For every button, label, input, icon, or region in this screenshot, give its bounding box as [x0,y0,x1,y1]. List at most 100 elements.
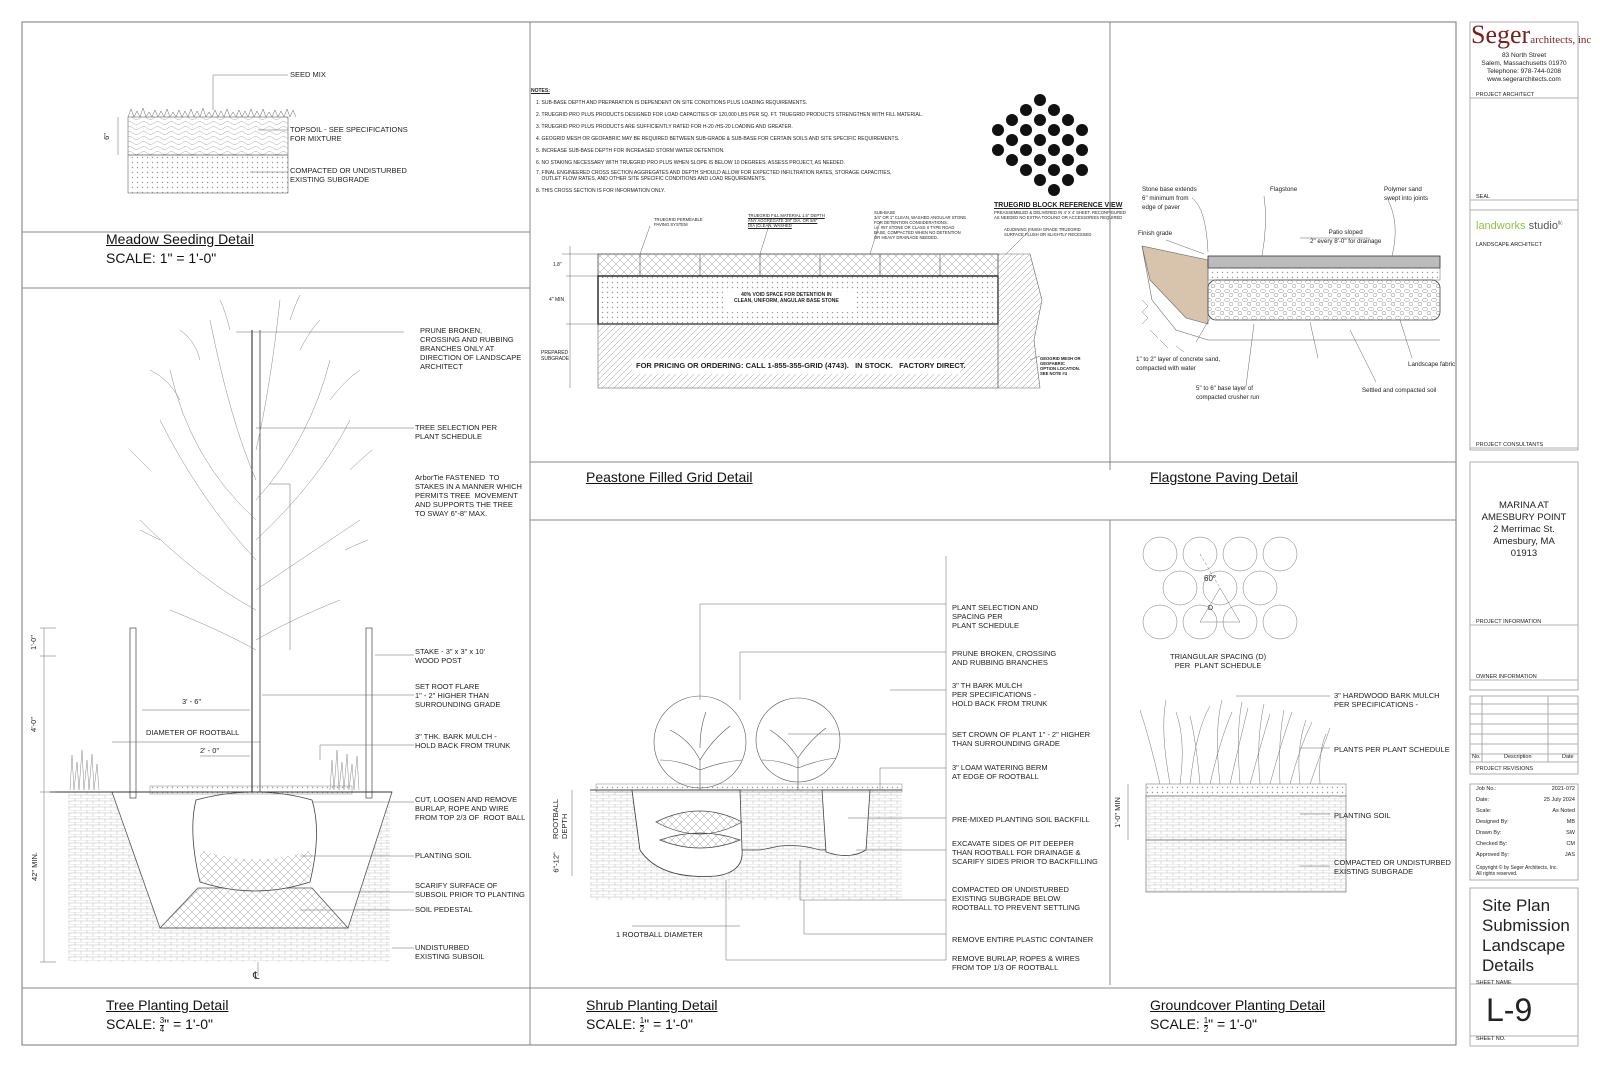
label-project-consultants: PROJECT CONSULTANTS [1476,442,1544,448]
job-info-value: 2021-072 [1551,786,1575,792]
job-info-value: As Noted [1552,808,1575,814]
tree-dim-36: 3' - 6" [182,697,202,706]
groundcover-dim-10: 1'-0" MIN [1112,797,1122,828]
meadow-seeding-drawing [117,74,297,194]
peastone-note-5: 5. INCREASE SUB-BASE DEPTH FOR INCREASED… [536,148,725,154]
job-info-label: Drawn By: [1476,830,1502,836]
tree-centerline: ℄ [253,971,260,982]
peastone-grid-drawing [562,94,1088,389]
job-info-value: SW [1566,830,1575,836]
shrub-label-crown: SET CROWN OF PLANT 1" - 2" HIGHER THAN S… [952,730,1090,748]
groundcover-label-subgrade: COMPACTED OR UNDISTURBED EXISTING SUBGRA… [1334,858,1451,876]
label-sheet-name: SHEET NAME [1476,980,1512,986]
rev-date-header: Date [1562,754,1574,760]
sheet-number: L-9 [1486,992,1533,1028]
label-seal: SEAL [1476,194,1491,200]
landscape-firm-logo: landworks studiollc [1476,220,1563,232]
shrub-label-depth: ROOTBALL DEPTH [551,798,570,840]
flagstone-label-sand: 1" to 2" layer of concrete sand, compact… [1136,356,1221,372]
tree-dim-10: 1'-0" [28,635,38,650]
shrub-dim-612: 6"-12" [551,852,561,873]
tree-label-scarify: SCARIFY SURFACE OF SUBSOIL PRIOR TO PLAN… [415,881,525,899]
shrub-label-mulch: 3" TH BARK MULCH PER SPECIFICATIONS - HO… [952,681,1048,708]
tree-label-soil: PLANTING SOIL [415,851,472,860]
tree-label-pedestal: SOIL PEDESTAL [415,905,473,914]
flagstone-label-finish: Finish grade [1138,230,1173,237]
tree-planting-drawing [40,294,414,976]
shrub-label-container: REMOVE ENTIRE PLASTIC CONTAINER [952,935,1094,944]
meadow-scale: SCALE: 1" = 1'-0" [106,250,217,266]
job-info-label: Approved By: [1476,852,1510,858]
shrub-label-prune: PRUNE BROKEN, CROSSING AND RUBBING BRANC… [952,649,1057,667]
flagstone-title: Flagstone Paving Detail [1150,469,1298,485]
tree-title: Tree Planting Detail [106,997,229,1013]
flagstone-label-soil: Settled and compacted soil [1362,387,1437,394]
tree-label-rootball: DIAMETER OF ROOTBALL [146,728,240,737]
job-info-value: MB [1566,819,1575,825]
meadow-label-subgrade: COMPACTED OR UNDISTURBED EXISTING SUBGRA… [290,166,407,184]
label-project-information: PROJECT INFORMATION [1476,619,1542,625]
shrub-label-burlap: REMOVE BURLAP, ROPES & WIRES FROM TOP 1/… [952,954,1080,972]
peastone-block-ref: TRUEGRID BLOCK REFERENCE VIEW [994,202,1123,209]
groundcover-label-mulch: 3" HARDWOOD BARK MULCH PER SPECIFICATION… [1334,691,1440,709]
groundcover-title: Groundcover Planting Detail [1150,997,1326,1013]
peastone-block-ref-sub: PREASSEMBLED & DELIVERED IN 4' X 4' SHEE… [994,210,1126,220]
groundcover-planting-drawing [1127,536,1347,893]
label-landscape-architect: LANDSCAPE ARCHITECT [1476,242,1543,248]
shrub-label-berm: 3" LOAM WATERING BERM AT EDGE OF ROOTBAL… [952,763,1048,781]
peastone-title: Peastone Filled Grid Detail [586,469,753,485]
job-info-label: Checked By: [1476,841,1508,847]
label-owner-information: OWNER INFORMATION [1476,674,1537,680]
peastone-note-3: 3. TRUEGRID PRO PLUS PRODUCTS ARE SUFFIC… [536,124,793,130]
peastone-note-1: 1. SUB-BASE DEPTH AND PREPARATION IS DEP… [536,100,808,106]
tree-dim-42: 42" MIN. [29,852,39,881]
label-project-architect: PROJECT ARCHITECT [1476,92,1535,98]
flagstone-paving-drawing [1141,195,1441,387]
tree-label-prune: PRUNE BROKEN, CROSSING AND RUBBING BRANC… [420,326,522,371]
job-info-value: CM [1566,841,1575,847]
rev-description-header: Description [1504,754,1532,760]
job-info-label: Designed By: [1476,819,1509,825]
shrub-label-selection: PLANT SELECTION AND SPACING PER PLANT SC… [952,603,1039,630]
shrub-label-compacted: COMPACTED OR UNDISTURBED EXISTING SUBGRA… [952,885,1081,912]
flagstone-label-patio: Patio sloped 2" every 8'-0" for drainage [1310,229,1382,245]
project-name: MARINA AT AMESBURY POINT 2 Merrimac St. … [1481,500,1567,559]
peastone-label-fill: TRUEGRID FILL MATERIAL 1.5" DEPTH ANY AG… [748,213,825,228]
peastone-label-geogrid: GEOGRID MESH OR GEOFABRIC OPTION LOCATIO… [1040,356,1081,376]
groundcover-d: D [1208,605,1214,612]
peastone-notes-heading: NOTES: [531,88,550,94]
flagstone-label-polymer: Polymer sand swept into joints [1384,186,1429,202]
peastone-dim-1: 1.8" [553,262,562,268]
rev-no-header: No. [1472,754,1481,760]
shrub-title: Shrub Planting Detail [586,997,718,1013]
copyright: Copyright © by Seger Architects, Inc. Al… [1476,865,1558,877]
job-info-label: Job No.: [1476,786,1497,792]
label-sheet-no: SHEET NO. [1476,1036,1506,1042]
flagstone-label-fabric: Landscape fabric [1408,361,1456,368]
flagstone-label-base: 5" to 6" base layer of compacted crusher… [1196,385,1260,401]
job-info-label: Scale: [1476,808,1492,814]
tree-label-mulch: 3" THK. BARK MULCH - HOLD BACK FROM TRUN… [415,732,511,750]
tree-dim-40: 4'-0" [28,717,38,732]
peastone-note-2: 2. TRUEGRID PRO PLUS PRODUCTS DESIGNED F… [536,112,924,118]
peastone-label-adjoining: ADJOINING FINISH GRADE TRUEGRID SURFACE … [1004,227,1092,237]
shrub-label-excavate: EXCAVATE SIDES OF PIT DEEPER THAN ROOTBA… [952,839,1098,866]
meadow-label-topsoil: TOPSOIL - SEE SPECIFICATIONS FOR MIXTURE [290,125,408,143]
shrub-label-diameter: 1 ROOTBALL DIAMETER [616,930,703,939]
peastone-label-subbase: SUB-BASE 3/4" OR 1" CLEAN, WASHED ANGULA… [874,210,967,240]
tree-label-flare: SET ROOT FLARE 1" - 2" HIGHER THAN SURRO… [415,682,501,709]
label-project-revisions: PROJECT REVISIONS [1476,766,1534,772]
shrub-planting-drawing [571,556,947,961]
tree-label-subsoil: UNDISTURBED EXISTING SUBSOIL [415,943,485,961]
peastone-label-void: 40% VOID SPACE FOR DETENTION IN CLEAN, U… [734,292,839,304]
tree-label-cut: CUT, LOOSEN AND REMOVE BURLAP, ROPE AND … [415,795,526,822]
groundcover-label-plants: PLANTS PER PLANT SCHEDULE [1334,745,1450,754]
flagstone-label-flagstone: Flagstone [1270,186,1298,193]
groundcover-angle: 60° [1204,574,1217,583]
peastone-label-pricing: FOR PRICING OR ORDERING: CALL 1-855-355-… [636,361,966,370]
tree-label-selection: TREE SELECTION PER PLANT SCHEDULE [415,423,498,441]
peastone-note-6: 6. NO STAKING NECESSARY WITH TRUEGRID PR… [536,160,845,166]
